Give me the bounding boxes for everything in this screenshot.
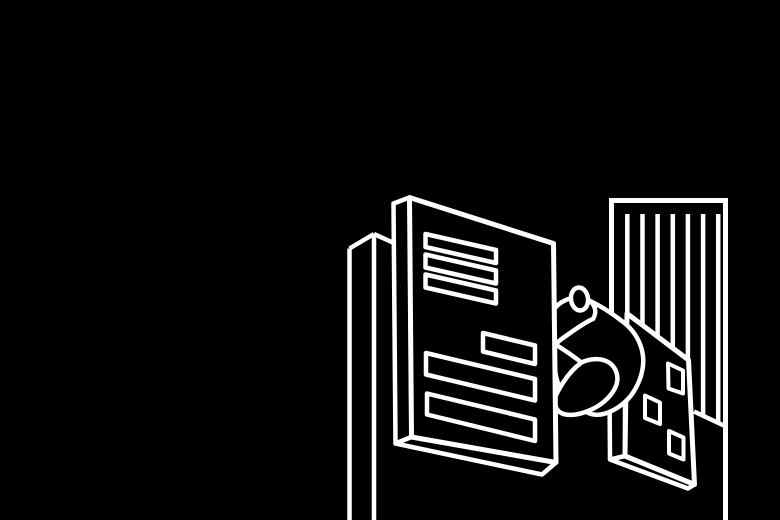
pillar-top-face-edge <box>373 231 396 246</box>
document-text-line-2 <box>423 252 499 286</box>
document-text-line-1 <box>423 231 499 266</box>
punch-card-hole-3 <box>667 429 686 462</box>
pillar-top-edge <box>348 232 376 251</box>
document-text-line-3 <box>423 272 499 306</box>
document-block-small <box>480 330 538 367</box>
figure-head <box>568 285 591 313</box>
punch-card-hole-1 <box>666 361 685 396</box>
punch-card-hole-2 <box>643 393 662 426</box>
document-block-wide-2 <box>424 391 538 444</box>
document-block-wide-1 <box>423 350 538 403</box>
grille-panel-bottom-edge <box>693 409 728 430</box>
